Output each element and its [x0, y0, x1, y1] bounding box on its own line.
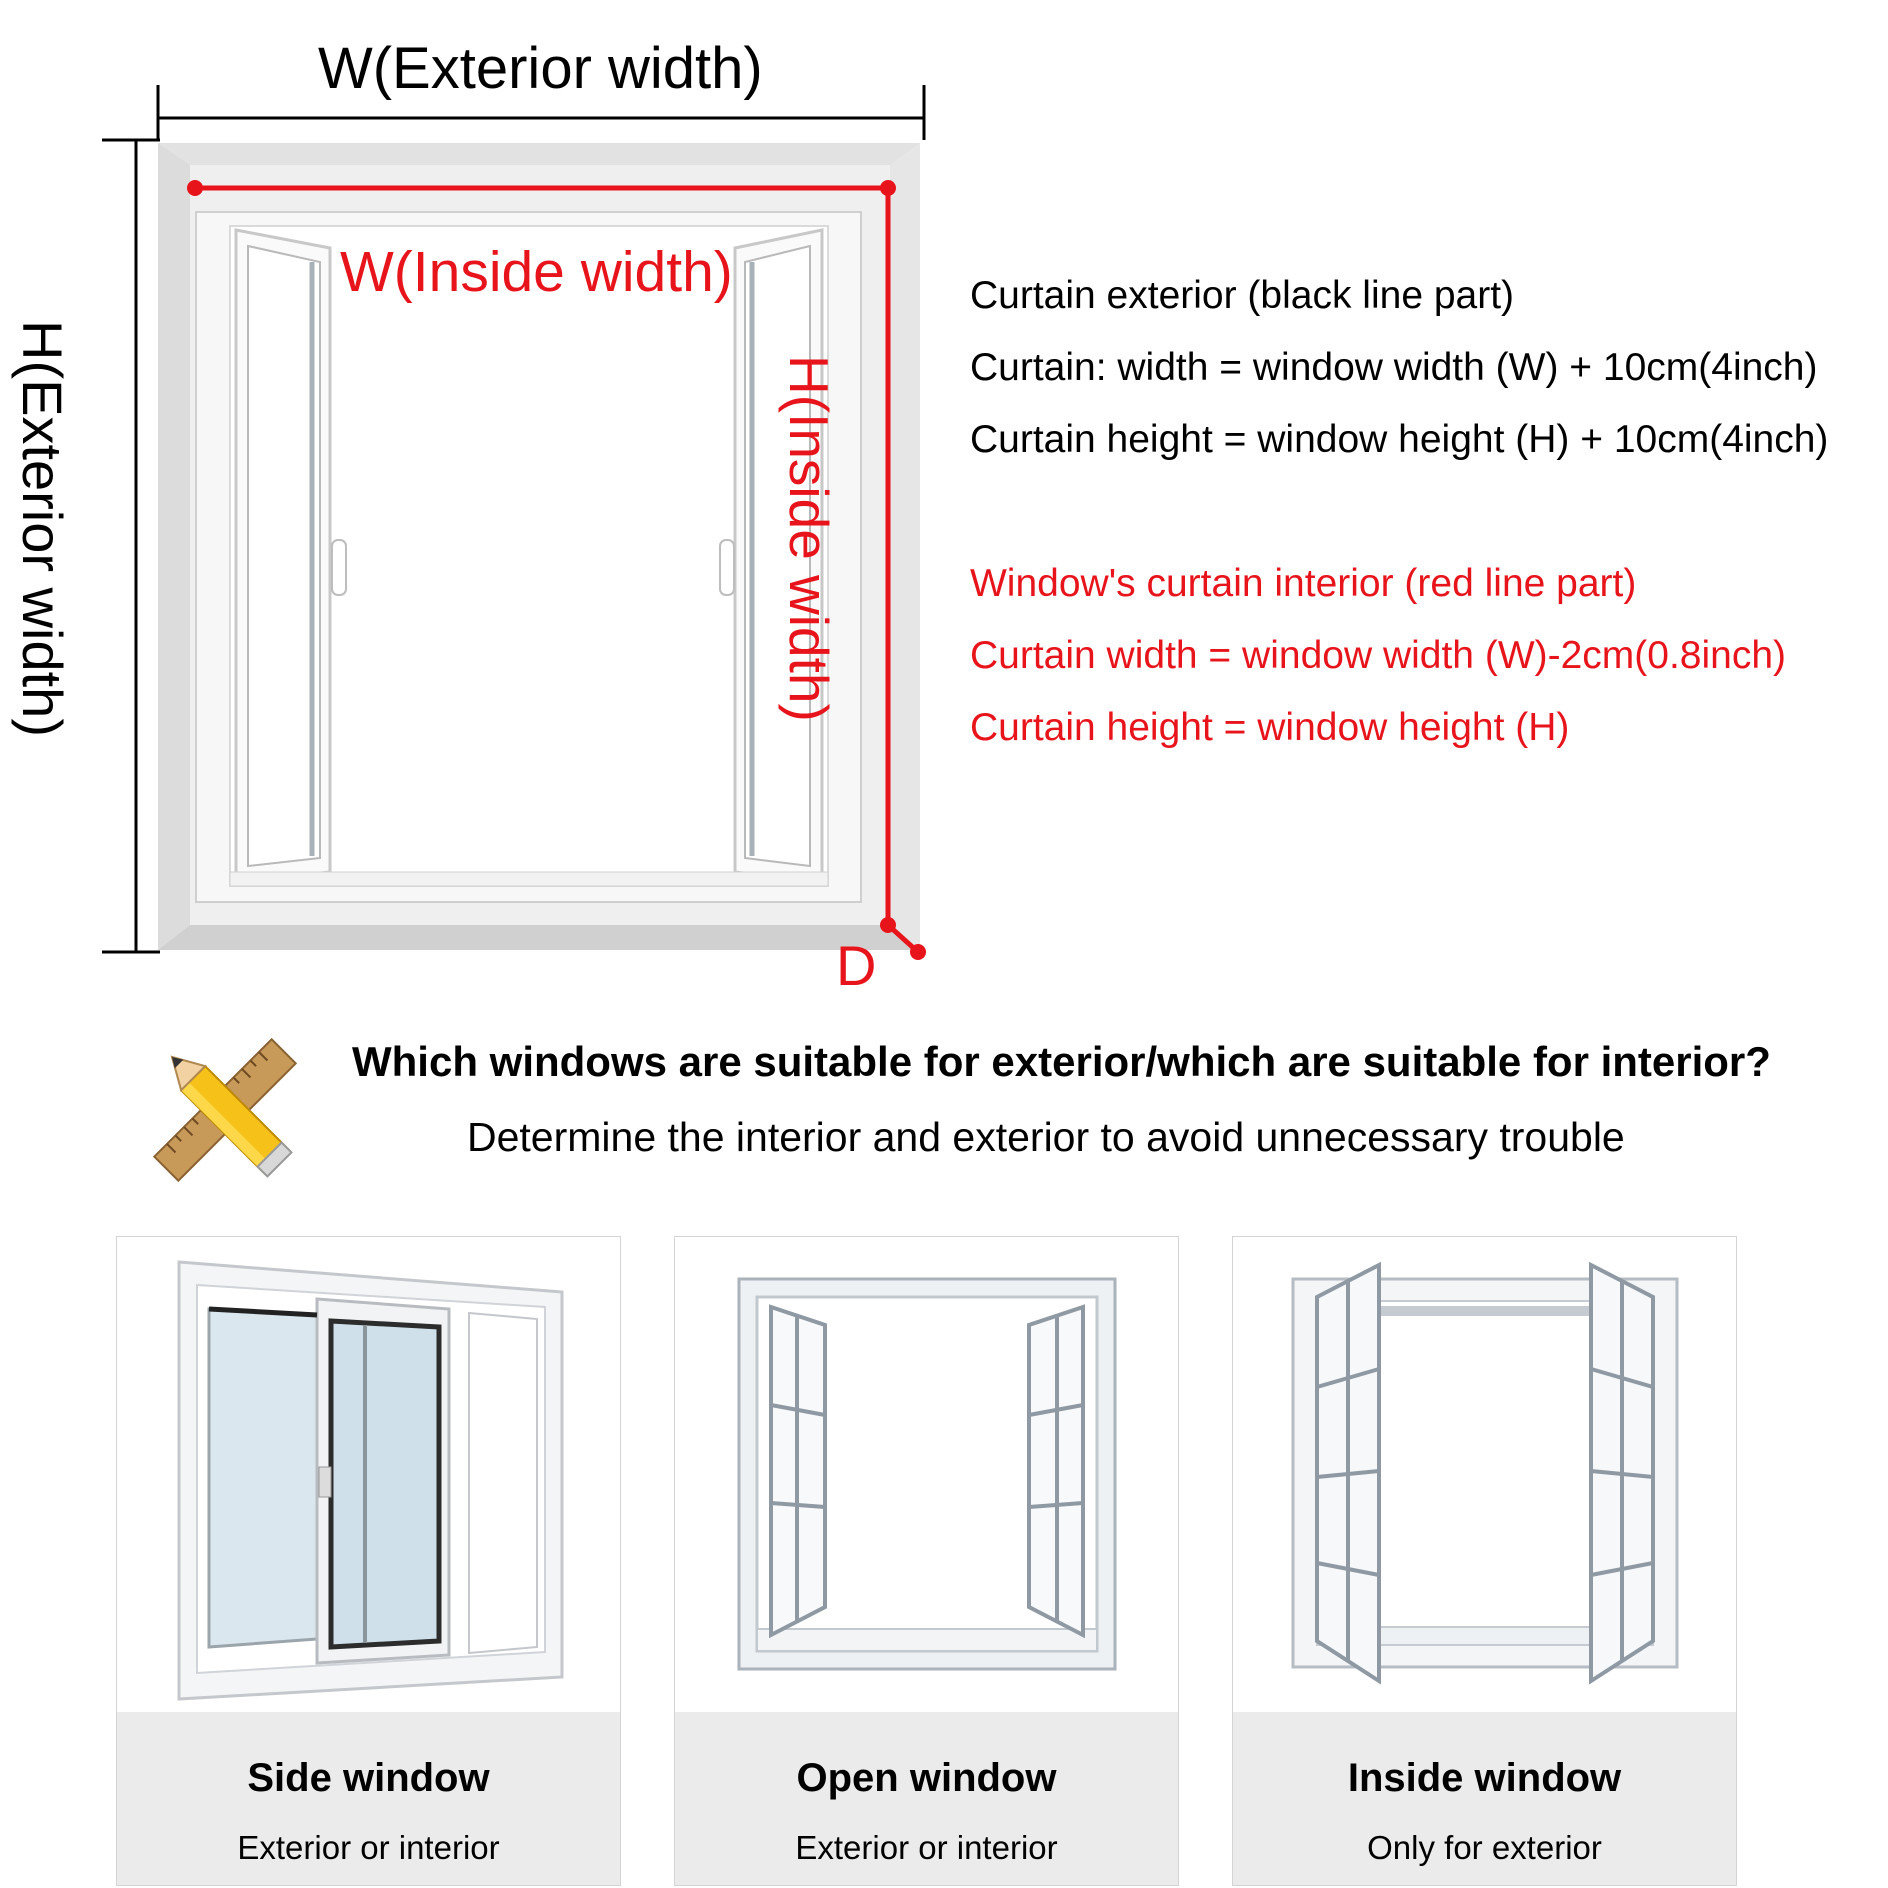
- card-subtitle: Only for exterior: [1367, 1829, 1602, 1866]
- exterior-notes-title: Curtain exterior (black line part): [970, 274, 1515, 317]
- exterior-width-label: W(Exterior width): [318, 36, 763, 101]
- card-title: Side window: [247, 1756, 490, 1800]
- card-footer: Open window Exterior or interior: [675, 1712, 1178, 1885]
- inside-height-label: H(Inside width): [778, 355, 840, 722]
- card-title: Inside window: [1347, 1756, 1622, 1800]
- exterior-notes-line1: Curtain: width = window width (W) + 10cm…: [970, 346, 1818, 389]
- card-footer: Inside window Only for exterior: [1233, 1712, 1736, 1885]
- casement-window-icon: [1291, 1261, 1679, 1685]
- open-window-icon: [737, 1277, 1117, 1671]
- corner-label: D: [836, 934, 877, 997]
- exterior-height-label: H(Exterior width): [11, 320, 74, 737]
- inside-width-label: W(Inside width): [340, 240, 733, 304]
- window-card-open: Open window Exterior or interior: [674, 1236, 1179, 1886]
- card-title: Open window: [796, 1756, 1057, 1800]
- sliding-window-icon: [177, 1260, 564, 1701]
- card-subtitle: Exterior or interior: [237, 1829, 500, 1866]
- card-footer: Side window Exterior or interior: [117, 1712, 620, 1885]
- window-card-side: Side window Exterior or interior: [116, 1236, 621, 1886]
- interior-notes-line1: Curtain width = window width (W)-2cm(0.8…: [970, 634, 1787, 677]
- question-subtitle: Determine the interior and exterior to a…: [467, 1114, 1625, 1160]
- ruler-pencil-icon: [152, 1037, 298, 1183]
- interior-notes-line2: Curtain height = window height (H): [970, 706, 1570, 749]
- window-card-inside: Inside window Only for exterior: [1232, 1236, 1737, 1886]
- window-measurement-diagram: [102, 85, 926, 960]
- card-subtitle: Exterior or interior: [795, 1829, 1058, 1866]
- question-title: Which windows are suitable for exterior/…: [352, 1038, 1771, 1085]
- interior-notes-title: Window's curtain interior (red line part…: [970, 562, 1637, 605]
- exterior-notes-line2: Curtain height = window height (H) + 10c…: [970, 418, 1829, 461]
